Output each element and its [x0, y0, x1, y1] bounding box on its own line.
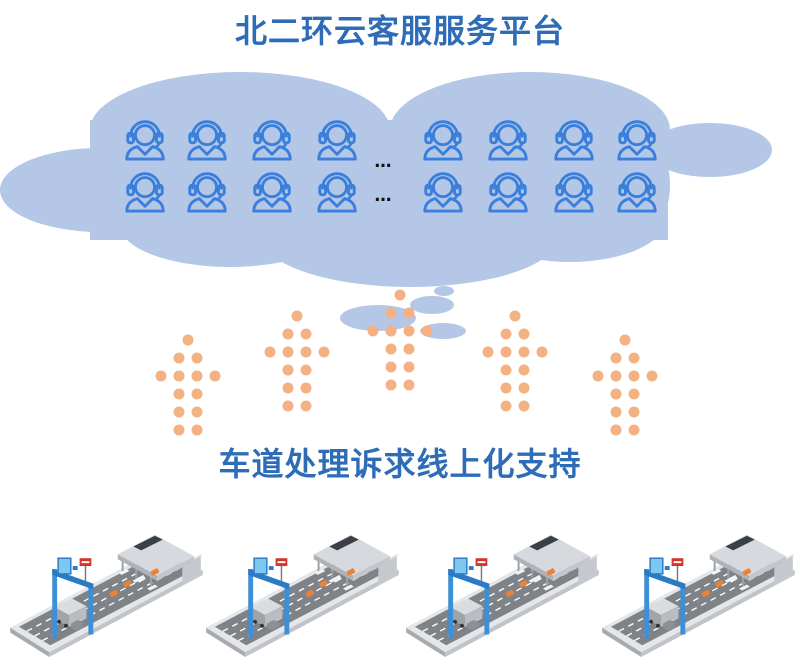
arrow-dot: [500, 382, 512, 394]
arrow-dot: [191, 406, 203, 418]
arrow-dot: [191, 388, 203, 400]
arrow-dot: [518, 364, 530, 376]
arrow-dot: [500, 364, 512, 376]
agent-row-ellipsis: …: [375, 186, 392, 206]
support-caption: 车道处理诉求线上化支持: [218, 445, 582, 483]
arrow-dot: [518, 382, 530, 394]
arrow-dot: [518, 400, 530, 412]
dotted-up-arrow-icon: [482, 310, 548, 412]
arrow-dot: [282, 346, 294, 358]
arrow-dot: [282, 400, 294, 412]
arrow-dot: [646, 370, 658, 382]
arrow-dot: [282, 328, 294, 340]
arrow-dot: [610, 352, 622, 364]
arrow-dot: [610, 388, 622, 400]
arrow-dot: [592, 370, 604, 382]
arrow-dot: [421, 325, 433, 337]
dotted-up-arrow-icon: [367, 289, 433, 391]
arrow-dot: [628, 424, 640, 436]
arrow-dot: [385, 379, 397, 391]
arrow-dot: [173, 352, 185, 364]
dotted-up-arrow-icon: [592, 334, 658, 436]
arrow-dot: [385, 343, 397, 355]
arrow-dot: [403, 325, 415, 337]
arrow-dot: [191, 370, 203, 382]
arrow-dot: [394, 289, 406, 301]
arrow-dot: [619, 334, 631, 346]
arrow-dot: [182, 334, 194, 346]
agent-icon-grid: … …: [125, 120, 657, 213]
toll-station-lane-icon: [601, 533, 796, 657]
arrow-dot: [500, 400, 512, 412]
arrow-dot: [282, 364, 294, 376]
arrow-dot: [173, 370, 185, 382]
arrow-dot: [403, 307, 415, 319]
arrow-dot: [628, 352, 640, 364]
arrow-dot: [318, 346, 330, 358]
arrow-dot: [300, 400, 312, 412]
arrow-dot: [191, 352, 203, 364]
arrow-dot: [367, 325, 379, 337]
arrow-dot: [191, 424, 203, 436]
arrow-dot: [209, 370, 221, 382]
arrow-dot: [300, 346, 312, 358]
dotted-up-arrow-icon: [155, 334, 221, 436]
cloud-platform: [0, 72, 772, 287]
agent-row-ellipsis: …: [375, 152, 392, 172]
arrow-dot: [509, 310, 521, 322]
arrow-dot: [500, 328, 512, 340]
arrow-dot: [610, 406, 622, 418]
arrow-dot: [628, 388, 640, 400]
arrow-dot: [628, 406, 640, 418]
arrow-dot: [610, 424, 622, 436]
arrow-dot: [173, 424, 185, 436]
toll-station-row: [9, 533, 796, 657]
arrow-dot: [403, 343, 415, 355]
arrow-dot: [518, 328, 530, 340]
toll-station-lane-icon: [405, 533, 600, 657]
upward-arrows: [155, 289, 658, 436]
arrow-dot: [500, 346, 512, 358]
arrow-dot: [300, 364, 312, 376]
toll-station-lane-icon: [9, 533, 204, 657]
arrow-dot: [536, 346, 548, 358]
arrow-dot: [482, 346, 494, 358]
dotted-up-arrow-icon: [264, 310, 330, 412]
arrow-dot: [403, 379, 415, 391]
arrow-dot: [282, 382, 294, 394]
arrow-dot: [300, 382, 312, 394]
arrow-dot: [173, 406, 185, 418]
arrow-dot: [403, 361, 415, 373]
arrow-dot: [385, 307, 397, 319]
arrow-dot: [610, 370, 622, 382]
arrow-dot: [291, 310, 303, 322]
arrow-dot: [628, 370, 640, 382]
arrow-dot: [173, 388, 185, 400]
arrow-dot: [385, 325, 397, 337]
arrow-dot: [155, 370, 167, 382]
toll-station-lane-icon: [205, 533, 400, 657]
arrow-dot: [518, 346, 530, 358]
platform-title: 北二环云客服服务平台: [234, 12, 565, 50]
arrow-dot: [385, 361, 397, 373]
arrow-dot: [300, 328, 312, 340]
cloud-bubbles: [340, 286, 466, 339]
arrow-dot: [264, 346, 276, 358]
